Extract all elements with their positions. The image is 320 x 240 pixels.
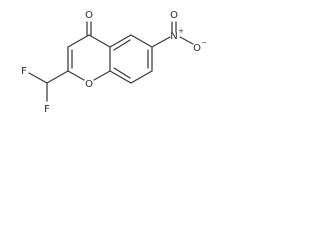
bond-n-o-single — [179, 36, 194, 45]
bond-c2-chf2 — [46, 70, 69, 84]
bond-c4-c4a — [88, 34, 111, 48]
nitro-oxygen-double-label: O — [170, 10, 178, 21]
bond-c6-n — [151, 36, 171, 48]
nitro-nitrogen-charge: + — [178, 27, 184, 35]
chemical-structure: O O N + O O − F F — [21, 10, 207, 115]
bond-c4a-c5 — [109, 34, 132, 48]
carbonyl-oxygen-label: O — [85, 10, 93, 21]
nitro-oxygen-single-label: O — [193, 43, 201, 54]
bond-c5-c6 — [130, 34, 153, 48]
bond-o1-c8a — [93, 70, 111, 81]
fluorine-left-label: F — [21, 66, 27, 77]
bond-c2-o1 — [67, 70, 85, 81]
nitro-oxygen-charge: − — [201, 39, 207, 47]
bond-c4-c3 — [67, 34, 90, 48]
fluorine-bottom-label: F — [44, 104, 50, 115]
bond-c8-c8a — [109, 70, 132, 84]
bond-chf2-f-left — [28, 72, 48, 84]
bond-c7-c8 — [130, 70, 153, 84]
ring-oxygen-label: O — [85, 79, 93, 90]
nitro-nitrogen-label: N — [170, 31, 177, 42]
bond-c4a-c5-double — [113, 39, 131, 51]
bond-c8-c8a-double — [113, 67, 131, 79]
